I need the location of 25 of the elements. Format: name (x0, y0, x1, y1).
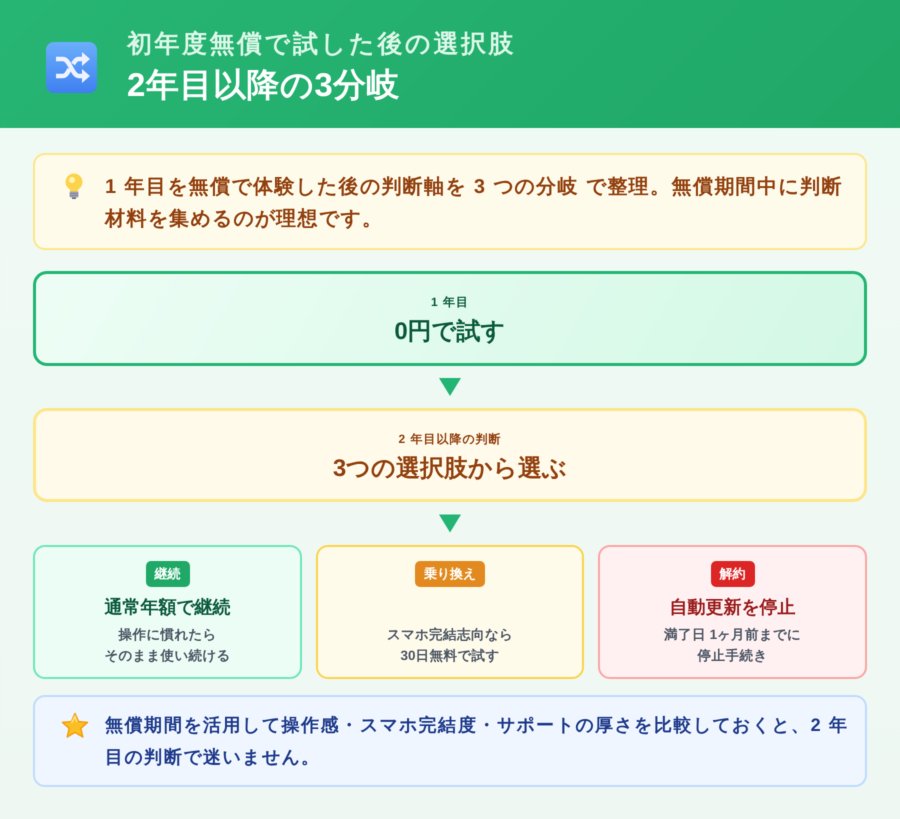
subtitle: 初年度無償で試した後の選択肢 (127, 29, 516, 60)
tip-box (33, 153, 867, 250)
option-card (598, 545, 867, 679)
option-title: 自動更新を停止 (668, 596, 796, 619)
arrow (439, 378, 461, 396)
step-title: 3つの選択肢から選ぶ (332, 454, 568, 484)
step-box (33, 408, 867, 502)
note-text: 無償期間を活用して操作感・スマホ完結度・サポートの厚さを比較しておくと、2 年目の判断で迷いません。 (105, 714, 850, 769)
note-box (33, 695, 867, 787)
step-label: 2 年目以降の判断 (397, 431, 502, 447)
status-badge: 乗り換え (415, 561, 485, 587)
status-badge: 解約 (710, 561, 754, 587)
option-description: 操作に慣れたらそのまま使い続ける (104, 626, 232, 665)
tip-text: 1 年目を無償で体験した後の判断軸を 3 つの分岐 で整理。無償期間中に判断材料を集めるのが理想です。 (105, 175, 844, 232)
arrow (439, 514, 461, 532)
option-card (33, 545, 302, 679)
step-box (33, 271, 867, 366)
option-card (316, 545, 584, 679)
title: 2年目以降の3分岐 (127, 65, 400, 105)
step-title: 0円で試す (393, 317, 507, 347)
status-badge: 継続 (146, 561, 190, 587)
step-label: 1 年目 (430, 294, 470, 310)
option-description: 満了日 1ヶ月前までに停止手続き (662, 626, 802, 665)
option-description: スマホ完結志向なら30日無料で試す (386, 626, 514, 665)
option-title: 通常年額で継続 (104, 596, 232, 619)
